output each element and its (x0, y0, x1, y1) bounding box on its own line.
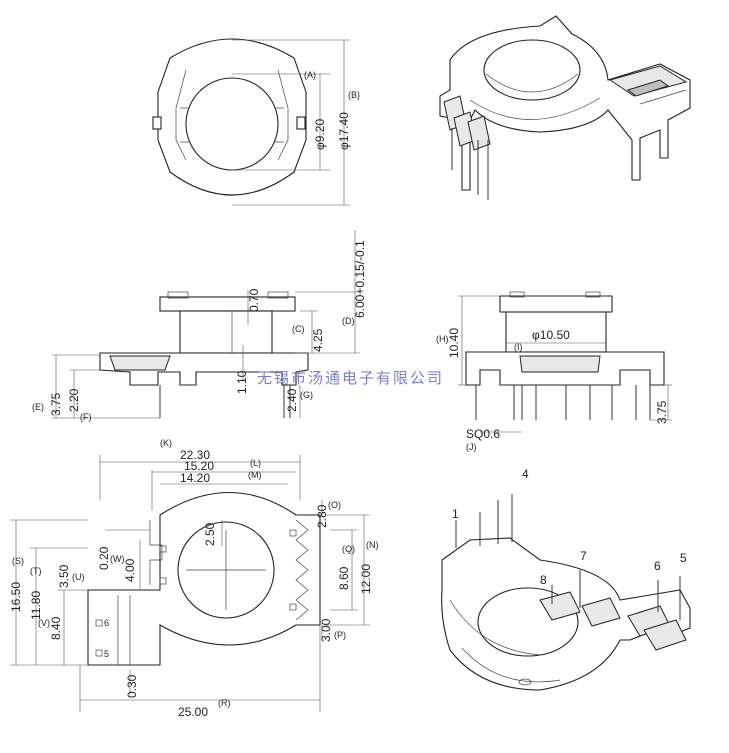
label-k: (K) (160, 438, 172, 448)
dim-3-75-right: 3.75 (655, 400, 669, 424)
pin-mark-5: 5 (104, 649, 109, 659)
dim-10-40: 10.40 (447, 328, 461, 358)
label-o: (O) (328, 500, 341, 510)
dim-14-20: 14.20 (180, 471, 210, 485)
pin-label-4: 4 (522, 467, 529, 481)
dim-8-40: 8.40 (49, 616, 63, 640)
dim-sq-0-6: SQ0.6 (466, 427, 500, 441)
label-p: (P) (334, 630, 346, 640)
label-l: (L) (250, 458, 261, 468)
label-b: (B) (348, 90, 360, 100)
dim-22-30: 22.30 (180, 448, 210, 462)
label-d: (D) (342, 316, 355, 326)
dim-phi-9-20: φ9.20 (313, 119, 327, 150)
iso-view-bottom: 1 4 5 6 7 8 (441, 467, 691, 691)
dim-0-20: 0.20 (97, 546, 111, 570)
label-j: (J) (466, 442, 477, 452)
label-u: (U) (72, 572, 85, 582)
dim-8-60: 8.60 (337, 566, 351, 590)
iso-top-hole (483, 39, 581, 101)
dim-6-00: 6.00+0.15/-0.1 (353, 240, 367, 318)
pin-label-6: 6 (654, 559, 661, 573)
pin-label-5: 5 (680, 551, 687, 565)
dim-4-25: 4.25 (311, 328, 325, 352)
dim-11-80: 11.80 (29, 591, 43, 620)
label-h: (H) (436, 334, 449, 344)
dim-2-40: 2.40 (285, 388, 299, 412)
side-view-right: 10.40 φ10.50 3.75 SQ0.6 (H) (I) (J) (436, 291, 672, 452)
label-e: (E) (32, 402, 44, 412)
label-r: (R) (218, 698, 231, 708)
label-w: (W) (110, 554, 125, 564)
top-view: (A) (B) φ9.20 φ17.40 (152, 38, 360, 206)
dim-3-50: 3.50 (57, 564, 71, 588)
center-hole-top (185, 77, 279, 171)
pin-mark-6: 6 (104, 618, 109, 628)
dim-15-20: 15.20 (184, 459, 214, 473)
dim-phi-10-50: φ10.50 (532, 328, 570, 342)
label-q: (Q) (342, 544, 355, 554)
dim-25-00: 25.00 (178, 705, 208, 719)
label-n: (N) (366, 540, 379, 550)
label-v: (V) (38, 618, 50, 628)
dim-16-50: 16.50 (9, 582, 23, 612)
iso-view-top (439, 15, 691, 200)
dim-2-80: 2.80 (315, 504, 329, 528)
bottom-view: 22.30 15.20 14.20 2.80 2.50 12.00 8.60 3… (9, 438, 379, 719)
side-view-left: 0.70 4.25 6.00+0.15/-0.1 1.10 3.75 2.20 … (32, 230, 367, 422)
dim-1-10: 1.10 (235, 370, 249, 394)
label-s: (S) (12, 556, 24, 566)
label-i: (I) (514, 342, 523, 352)
pin-label-1: 1 (452, 507, 459, 521)
pin-label-8: 8 (540, 573, 547, 587)
dim-0-70: 0.70 (247, 288, 261, 312)
label-c: (C) (292, 324, 305, 334)
label-g: (G) (300, 390, 313, 400)
pin-label-7: 7 (580, 549, 587, 563)
dim-12-00: 12.00 (359, 564, 373, 594)
label-m: (M) (248, 470, 262, 480)
dim-2-20: 2.20 (67, 388, 81, 412)
label-t: (T) (30, 566, 42, 576)
dim-0-30: 0.30 (125, 674, 139, 698)
dim-phi-17-40: φ17.40 (337, 112, 351, 150)
dim-3-75-left: 3.75 (49, 392, 63, 416)
label-a: (A) (304, 70, 316, 80)
watermark: 无锡市汤通电子有限公司 (257, 370, 444, 387)
dim-4-00: 4.00 (123, 558, 137, 582)
dim-3-00: 3.00 (319, 618, 333, 642)
label-f: (F) (80, 412, 92, 422)
dim-2-50: 2.50 (203, 522, 217, 546)
